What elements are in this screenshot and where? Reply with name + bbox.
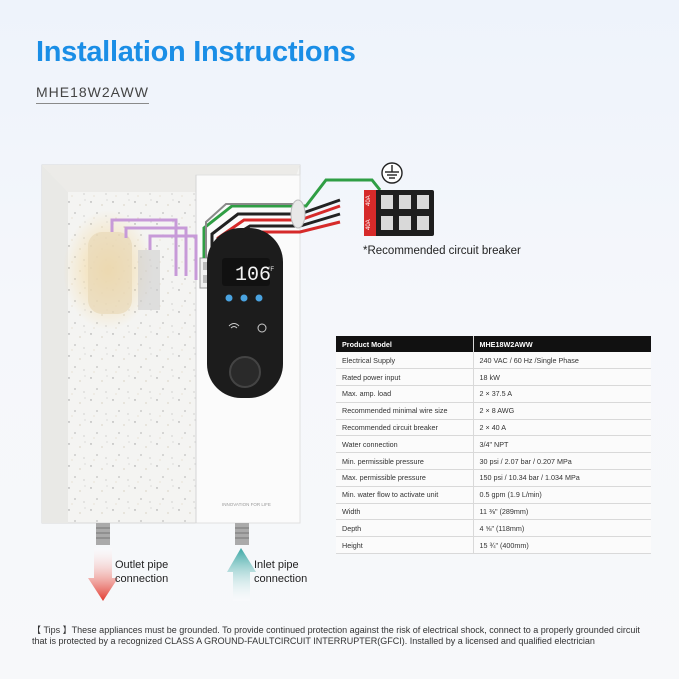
ground-icon — [381, 162, 403, 184]
breaker-caption: *Recommended circuit breaker — [363, 245, 521, 257]
outlet-pipe-label: Outlet pipe connection — [115, 559, 169, 585]
page-title: Installation Instructions — [36, 36, 356, 68]
menu-button — [257, 323, 267, 333]
brand-text: INNOVATION FOR LIFE — [222, 502, 271, 507]
water-line-3 — [148, 234, 198, 280]
spec-header-row: Product Model MHE18W2AWW — [336, 336, 651, 352]
mode-icon-1 — [225, 294, 233, 302]
ground-wire — [202, 178, 382, 258]
temperature-display — [222, 258, 270, 286]
cable-grommet — [290, 199, 306, 229]
mode-icon-2 — [240, 294, 248, 302]
control-knob — [229, 356, 261, 388]
heater-inner-left — [42, 165, 68, 523]
inlet-pipe-fitting — [235, 523, 249, 545]
heater-illustration: 40A 40A 106 °F INNOVATION FOR LIFE — [41, 162, 434, 601]
model-number: MHE18W2AWW — [36, 84, 149, 104]
spec-table: Product Model MHE18W2AWW Electrical Supp… — [336, 336, 651, 555]
outlet-arrow-icon — [88, 548, 118, 601]
outlet-pipe-fitting — [96, 523, 110, 545]
temperature-unit: °F — [268, 267, 274, 273]
spec-header-value: MHE18W2AWW — [473, 336, 651, 352]
black-wire-1 — [210, 198, 341, 258]
temperature-value: 106 — [235, 264, 271, 287]
water-line-1 — [110, 218, 178, 276]
breaker-label-a: 40A — [366, 195, 372, 206]
heating-chamber — [88, 232, 132, 314]
safety-tips: 【 Tips 】These appliances must be grounde… — [32, 625, 640, 646]
inlet-arrow-icon — [227, 548, 256, 601]
breaker-label-b: 40A — [366, 219, 372, 230]
water-line-2 — [124, 226, 188, 276]
mode-icon-3 — [255, 294, 263, 302]
inlet-pipe-label: Inlet pipe connection — [254, 559, 308, 585]
circuit-breaker: 40A 40A — [364, 190, 434, 236]
spec-header-label: Product Model — [336, 336, 474, 352]
wifi-icon — [228, 323, 240, 329]
gray-wire — [205, 203, 300, 258]
